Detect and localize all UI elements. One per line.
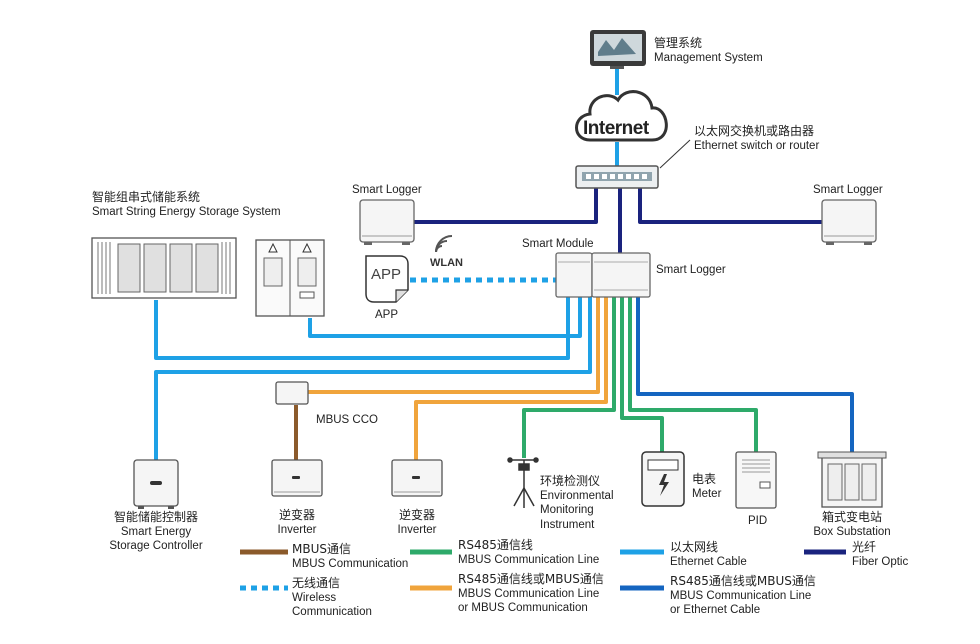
smart-module-icon <box>555 252 593 298</box>
box-substation-icon <box>817 451 887 508</box>
inverter2-icon <box>391 459 443 497</box>
legend-rs485-mbus-eth-en1: MBUS Communication Line <box>670 590 812 602</box>
internet-label: Internet <box>583 118 649 139</box>
inverter2-label-zh: 逆变器 <box>398 508 435 522</box>
legend-rs485-mbus-eth: RS485通信线或MBUS通信 MBUS Communication Line … <box>670 574 816 618</box>
legend-ethernet-en: Ethernet Cable <box>670 556 747 568</box>
smart-logger-right-icon <box>821 199 877 245</box>
legend-rs485-or-mbus-en2: or MBUS Communication <box>458 602 588 615</box>
rs485-line-meter <box>620 297 664 452</box>
meter-label-zh: 电表 <box>692 472 717 486</box>
rs485-line-env <box>522 297 616 458</box>
smart-logger-main-label: Smart Logger <box>656 264 726 276</box>
inverter2-label-en: Inverter <box>397 524 437 536</box>
switch-callout-line <box>659 139 691 169</box>
app-phone-icon <box>365 255 409 303</box>
inverter1-label: 逆变器 Inverter <box>267 508 327 537</box>
legend-mbus-zh: MBUS通信 <box>292 542 351 556</box>
box-label: 箱式变电站 Box Substation <box>798 510 906 539</box>
fiber-line-left-logger <box>412 186 598 224</box>
pid-icon <box>735 451 777 509</box>
legend-rs485-en: MBUS Communication Line <box>458 554 600 566</box>
inverter1-label-zh: 逆变器 <box>278 508 315 522</box>
string-ess-label-en: Smart String Energy Storage System <box>92 206 281 218</box>
management-label-zh: 管理系统 <box>654 36 703 50</box>
rs485-mbus-eth-line-box <box>636 297 854 455</box>
ethernet-switch-icon <box>575 165 659 189</box>
rs485-line-pid <box>628 297 758 452</box>
legend-rs485-mbus-eth-en2: or Ethernet Cable <box>670 604 761 617</box>
smart-logger-right-label: Smart Logger <box>813 184 883 196</box>
legend-rs485-zh: RS485通信线 <box>458 538 533 552</box>
smart-logger-main-icon <box>591 252 651 298</box>
box-label-en: Box Substation <box>813 526 891 538</box>
meter-icon <box>641 451 685 507</box>
ethernet-line-cabinet <box>308 297 582 338</box>
mbus-cco-label: MBUS CCO <box>316 414 378 426</box>
mbus-cco-icon <box>275 381 309 405</box>
string-ess-container-icon <box>91 237 237 299</box>
ethernet-line-string-ess <box>154 297 570 360</box>
smart-module-label: Smart Module <box>522 238 594 250</box>
env-label-en1: Environmental <box>540 490 614 502</box>
inverter1-icon <box>271 459 323 497</box>
legend-wireless-zh: 无线通信 <box>292 576 341 590</box>
rs485-or-mbus-line-inverter2 <box>414 297 608 460</box>
string-ess-label-zh: 智能组串式储能系统 <box>92 190 201 204</box>
internet-cloud-icon <box>575 90 668 142</box>
env-label: 环境检测仪 Environmental Monitoring Instrumen… <box>540 474 614 532</box>
legend-rs485-or-mbus: RS485通信线或MBUS通信 MBUS Communication Line … <box>458 572 604 616</box>
legend-rs485-mbus-eth-zh: RS485通信线或MBUS通信 <box>670 574 816 588</box>
management-label: 管理系统 Management System <box>654 36 763 65</box>
legend-ethernet: 以太网线 Ethernet Cable <box>670 540 747 569</box>
legend-wireless: 无线通信 Wireless Communication <box>292 576 372 620</box>
switch-label-en: Ethernet switch or router <box>694 140 820 152</box>
smart-logger-left-icon <box>359 199 415 245</box>
legend-rs485-or-mbus-zh: RS485通信线或MBUS通信 <box>458 572 604 586</box>
wlan-icon <box>435 235 453 253</box>
app-icon-text: APP <box>371 266 402 283</box>
legend-mbus: MBUS通信 MBUS Communication <box>292 542 408 571</box>
env-label-en2: Monitoring <box>540 504 594 517</box>
app-label: APP <box>375 309 399 321</box>
legend-wireless-en2: Communication <box>292 606 372 619</box>
inverter1-label-en: Inverter <box>277 524 317 536</box>
legend-fiber-en: Fiber Optic <box>852 556 909 568</box>
smart-logger-left-label: Smart Logger <box>352 184 422 196</box>
controller-label: 智能储能控制器 Smart Energy Storage Controller <box>100 510 212 554</box>
legend-wireless-en1: Wireless <box>292 592 337 604</box>
legend-ethernet-zh: 以太网线 <box>670 540 719 554</box>
inverter2-label: 逆变器 Inverter <box>387 508 447 537</box>
management-label-en: Management System <box>654 52 763 64</box>
controller-label-zh: 智能储能控制器 <box>113 510 198 524</box>
switch-label-zh: 以太网交换机或路由器 <box>694 124 815 138</box>
pid-label: PID <box>748 515 768 527</box>
legend-fiber: 光纤 Fiber Optic <box>852 540 908 569</box>
switch-label: 以太网交换机或路由器 Ethernet switch or router <box>694 124 819 153</box>
box-label-zh: 箱式变电站 <box>821 510 882 524</box>
string-ess-label: 智能组串式储能系统 Smart String Energy Storage Sy… <box>92 190 281 219</box>
legend-rs485: RS485通信线 MBUS Communication Line <box>458 538 599 567</box>
controller-label-en2: Storage Controller <box>109 540 203 553</box>
rs485-or-mbus-line-cco <box>308 297 600 394</box>
controller-label-en1: Smart Energy <box>120 526 192 538</box>
meter-label: 电表 Meter <box>692 472 721 501</box>
management-screen-icon <box>590 30 646 69</box>
env-label-zh: 环境检测仪 <box>540 474 601 488</box>
wlan-label: WLAN <box>430 257 463 269</box>
legend-mbus-en: MBUS Communication <box>292 558 409 570</box>
environmental-monitor-icon <box>507 457 539 508</box>
legend-fiber-zh: 光纤 <box>852 540 877 554</box>
controller-icon <box>133 459 179 509</box>
legend-rs485-or-mbus-en1: MBUS Communication Line <box>458 588 600 600</box>
ethernet-line-controller <box>154 297 592 460</box>
env-label-en3: Instrument <box>540 518 595 531</box>
fiber-line-right-logger <box>638 186 822 224</box>
meter-label-en: Meter <box>692 488 722 500</box>
cabinet-icon <box>255 239 325 317</box>
